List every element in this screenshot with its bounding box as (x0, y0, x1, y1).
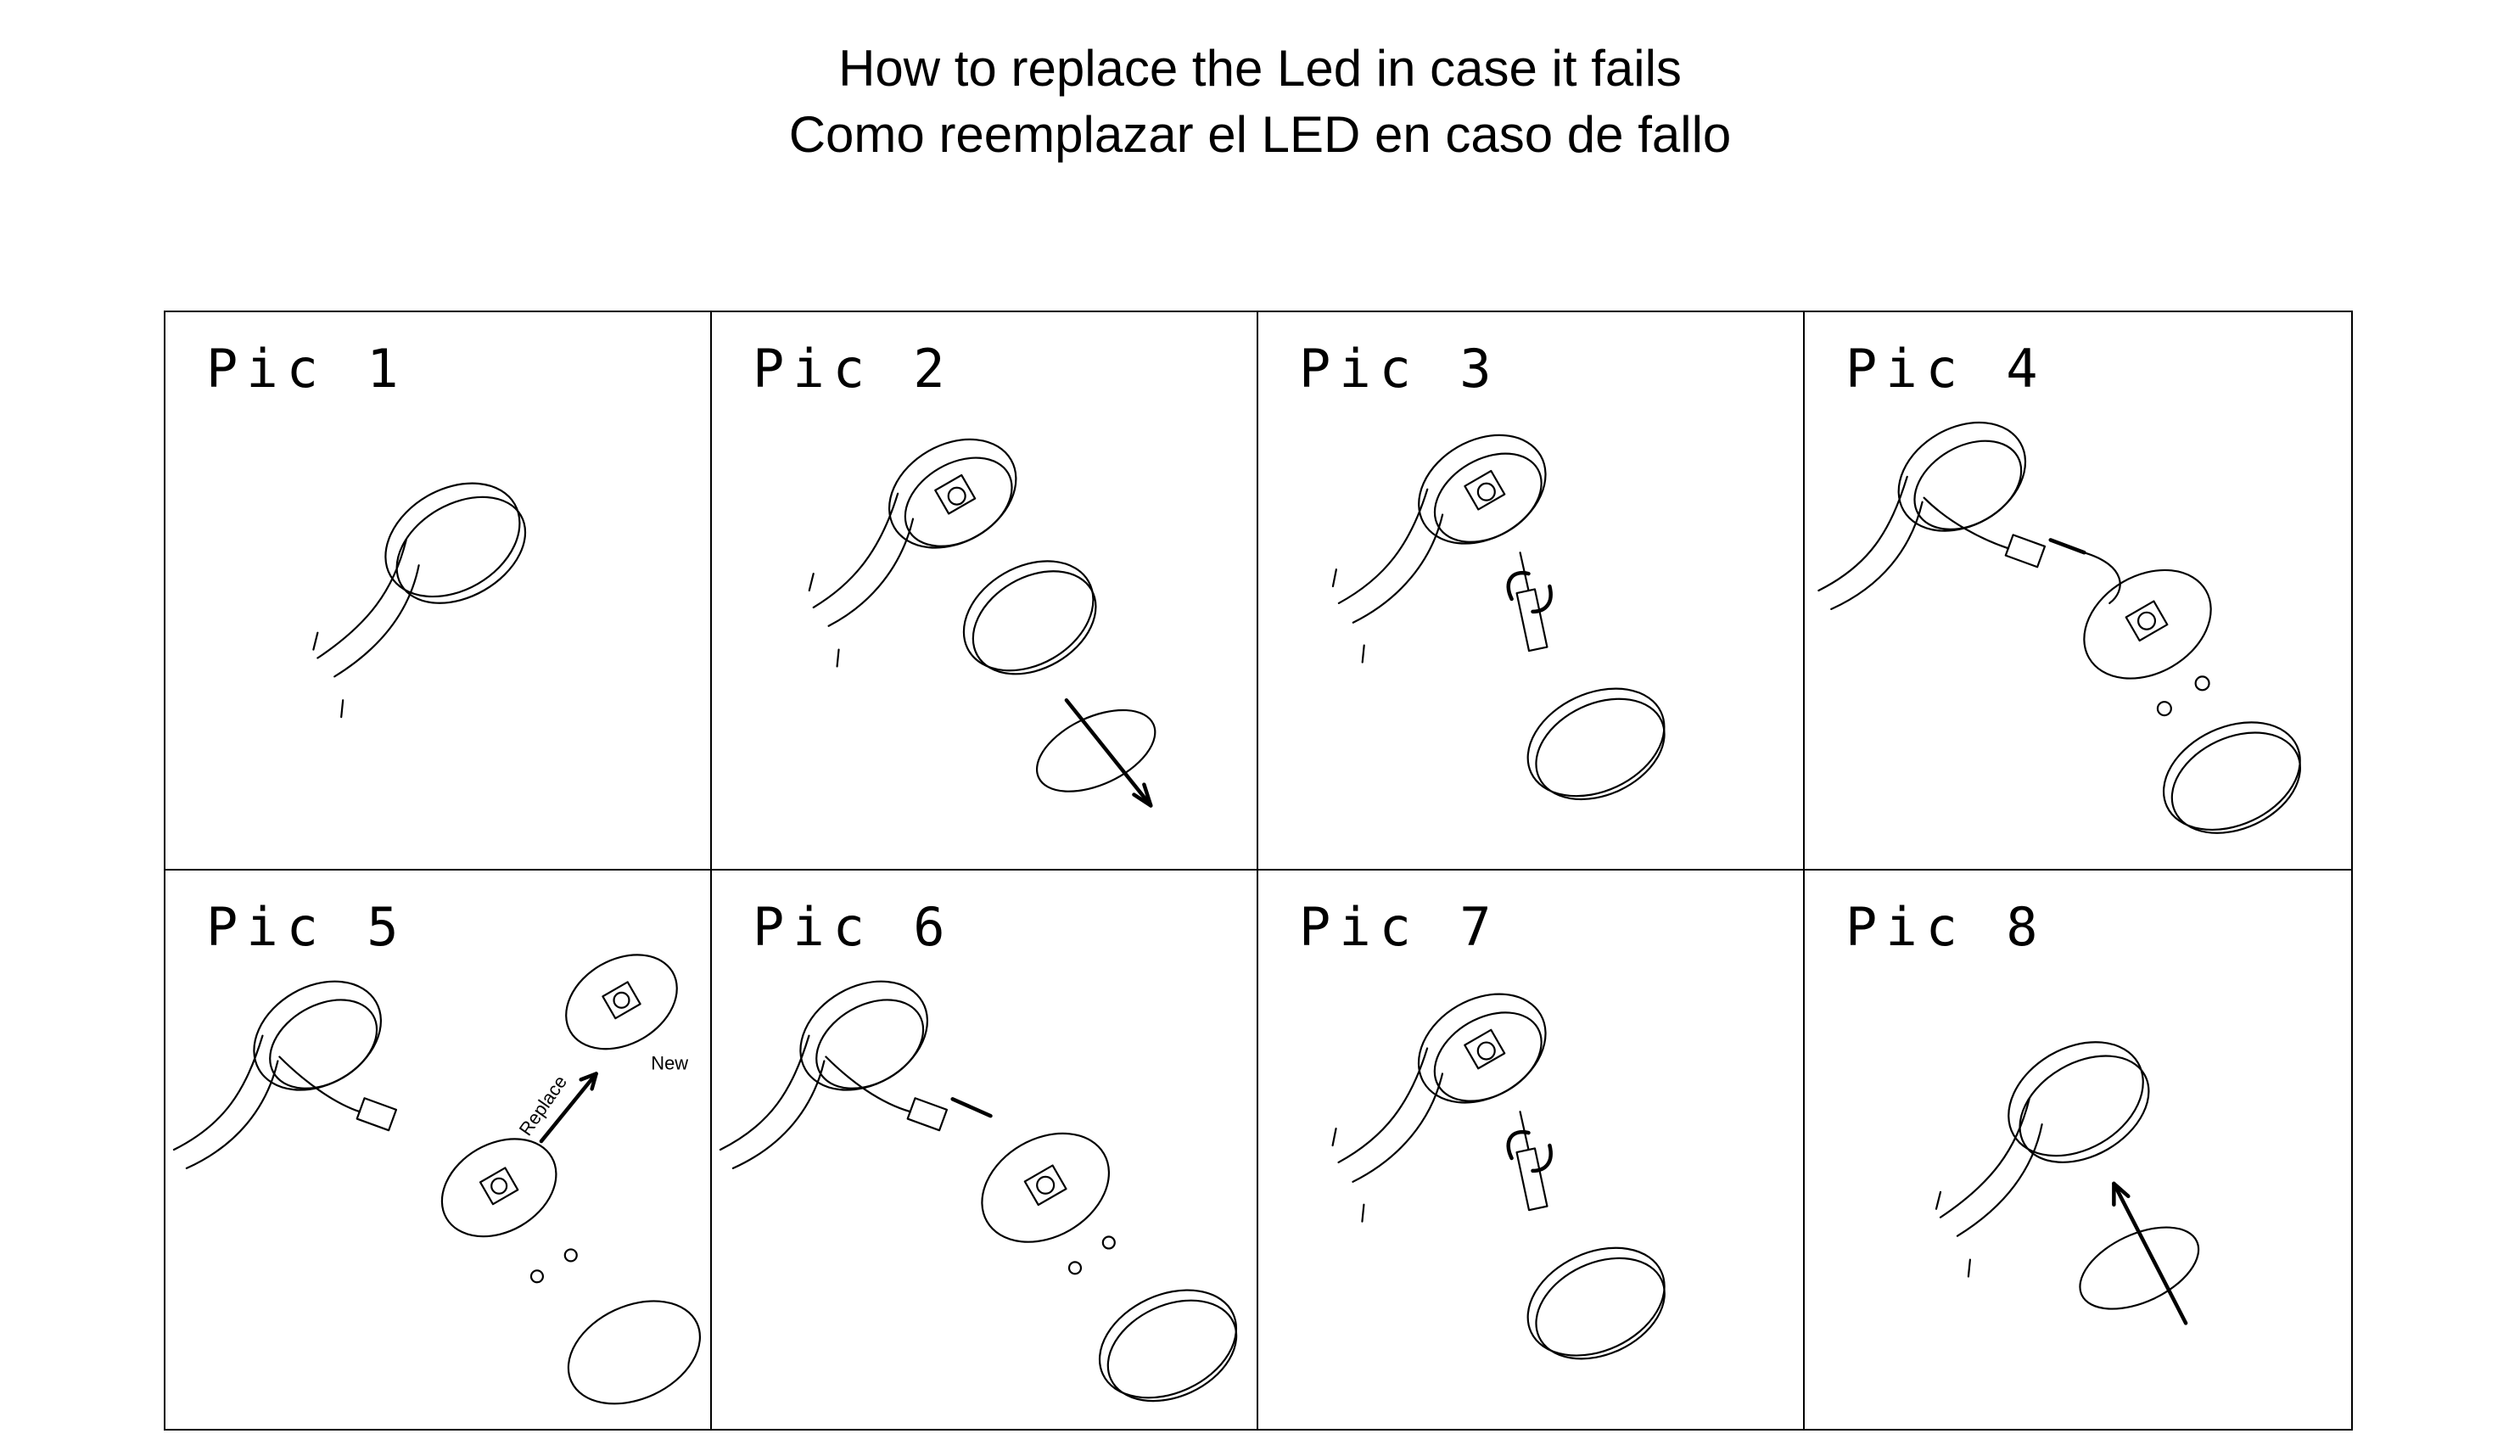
panel-label: Pic 2 (753, 338, 954, 400)
panel-label: Pic 4 (1845, 338, 2047, 400)
panel-label: Pic 6 (753, 896, 954, 958)
panel-pic-8: Pic 8 (1805, 871, 2351, 1429)
screw-back-illustration (1331, 993, 1666, 1360)
panel-pic-7: Pic 7 (1258, 871, 1805, 1429)
panel-pic-6: Pic 6 (712, 871, 1258, 1429)
panel-label: Pic 1 (206, 338, 407, 400)
remove-cover-illustration (808, 438, 1156, 808)
new-label: New (651, 1052, 688, 1073)
assembled-lamp-illustration (312, 482, 527, 719)
title-english: How to replace the Led in case it fails (838, 40, 1682, 97)
title-block: How to replace the Led in case it fails … (0, 36, 2520, 168)
panel-label: Pic 8 (1845, 896, 2047, 958)
replace-led-illustration: Replace New (172, 954, 702, 1405)
panel-pic-1: Pic 1 (165, 312, 712, 871)
panel-pic-3: Pic 3 (1258, 312, 1805, 871)
panel-label: Pic 5 (206, 896, 407, 958)
panel-pic-2: Pic 2 (712, 312, 1258, 871)
unscrew-illustration (1331, 434, 1666, 801)
panel-pic-5: Pic 5 Replace New (165, 871, 712, 1429)
disconnect-connector-illustration (1817, 421, 2302, 834)
replace-label: Replace (515, 1072, 572, 1140)
panel-label: Pic 7 (1299, 896, 1500, 958)
panel-pic-4: Pic 4 (1805, 312, 2351, 871)
instruction-grid: Pic 1 Pic 2 Pic 3 (164, 311, 2353, 1431)
title-spanish: Como reemplazar el LED en caso de fallo (788, 106, 1732, 163)
reconnect-illustration (719, 980, 1238, 1403)
reattach-cover-illustration (1935, 1041, 2200, 1325)
panel-label: Pic 3 (1299, 338, 1500, 400)
